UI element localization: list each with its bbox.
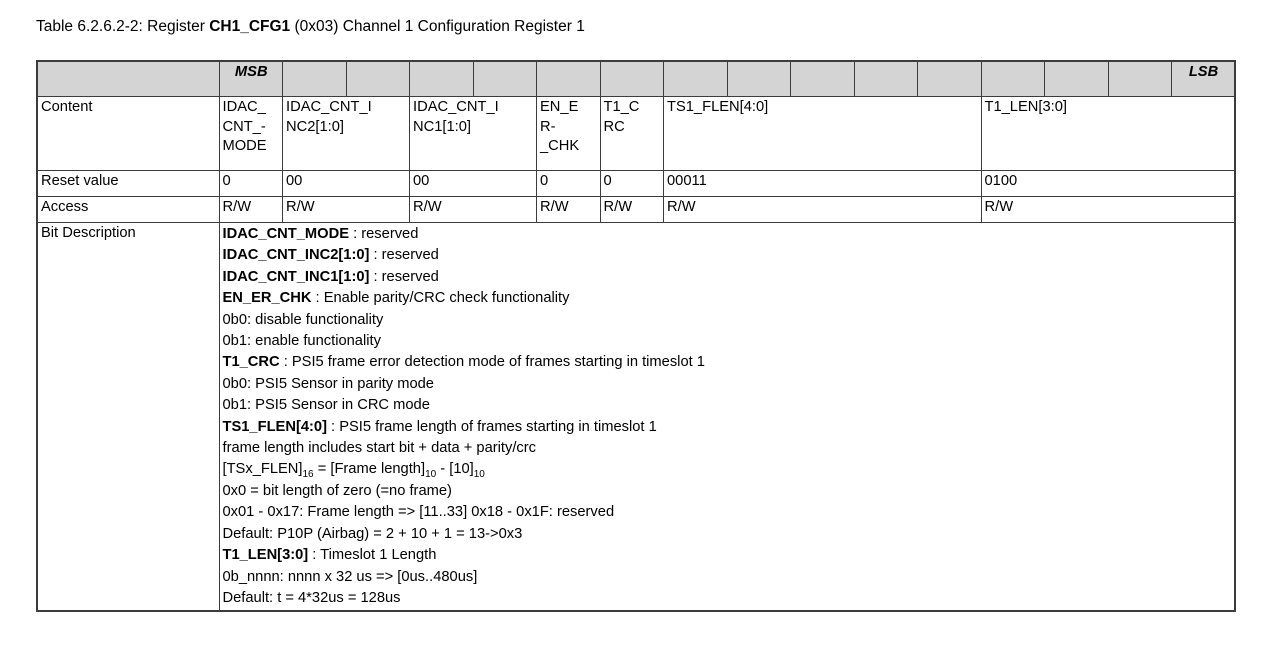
content-cell-idac-cnt-inc1: IDAC_CNT_I NC1[1:0] (409, 96, 537, 171)
access-cell: R/W (409, 196, 537, 223)
bit-cell (853, 60, 918, 97)
content-cell-idac-cnt-mode: IDAC_ CNT_- MODE (218, 96, 283, 171)
description-line: [TSx_FLEN]16 = [Frame length]10 - [10]10 (222, 461, 485, 481)
header-label-cell (36, 60, 220, 97)
reset-cell: 0100 (980, 170, 1236, 197)
access-cell: R/W (218, 196, 283, 223)
description-line: IDAC_CNT_MODE : reserved (222, 226, 419, 242)
bit-header-row: MSB LSB (36, 60, 1236, 97)
caption-prefix: Table 6.2.6.2-2: Register (36, 18, 210, 35)
row-label-content: Content (36, 96, 220, 171)
description-line: Default: t = 4*32us = 128us (222, 589, 401, 606)
bit-cell (599, 60, 664, 97)
bit-cell (980, 60, 1045, 97)
description-line: IDAC_CNT_INC1[1:0] : reserved (222, 268, 439, 285)
description-line: 0x0 = bit length of zero (=no frame) (222, 482, 452, 499)
description-line: TS1_FLEN[4:0] : PSI5 frame length of fra… (222, 418, 657, 435)
bit-cell (726, 60, 791, 97)
reset-cell: 00011 (663, 170, 982, 197)
bit-cell (917, 60, 982, 97)
reset-cell: 0 (218, 170, 283, 197)
row-label-reset: Reset value (36, 170, 220, 197)
bit-cell (663, 60, 728, 97)
description-line: IDAC_CNT_INC2[1:0] : reserved (222, 247, 439, 264)
description-line: frame length includes start bit + data +… (222, 440, 537, 457)
msb-cell: MSB (218, 60, 283, 97)
description-line: Default: P10P (Airbag) = 2 + 10 + 1 = 13… (222, 525, 523, 542)
bit-cell (345, 60, 410, 97)
bit-description-row: Bit Description IDAC_CNT_MODE : reserved… (36, 222, 1236, 612)
row-label-bit-description: Bit Description (36, 222, 220, 612)
description-line: 0b1: enable functionality (222, 333, 381, 350)
description-line: 0b0: disable functionality (222, 311, 384, 328)
reset-cell: 0 (536, 170, 601, 197)
bit-cell (282, 60, 347, 97)
description-line: 0x01 - 0x17: Frame length => [11..33] 0x… (222, 504, 615, 521)
access-cell: R/W (282, 196, 410, 223)
description-line: 0b1: PSI5 Sensor in CRC mode (222, 397, 430, 414)
caption-suffix: (0x03) Channel 1 Configuration Register … (290, 18, 585, 35)
row-label-access: Access (36, 196, 220, 223)
content-cell-t1-crc: T1_C RC (599, 96, 664, 171)
lsb-cell: LSB (1171, 60, 1236, 97)
content-cell-en-er-chk: EN_E R- _CHK (536, 96, 601, 171)
bit-cell (1107, 60, 1172, 97)
content-row: Content IDAC_ CNT_- MODE IDAC_CNT_I NC2[… (36, 96, 1236, 171)
bit-cell (1044, 60, 1109, 97)
content-cell-idac-cnt-inc2: IDAC_CNT_I NC2[1:0] (282, 96, 410, 171)
reset-cell: 00 (409, 170, 537, 197)
bit-cell (409, 60, 474, 97)
access-cell: R/W (536, 196, 601, 223)
table-caption: Table 6.2.6.2-2: Register CH1_CFG1 (0x03… (36, 18, 585, 36)
register-table: MSB LSB Content IDAC_ CNT_- MODE IDAC_CN… (36, 60, 1236, 613)
description-line: 0b_nnnn: nnnn x 32 us => [0us..480us] (222, 568, 478, 585)
access-row: Access R/W R/W R/W R/W R/W R/W R/W (36, 196, 1236, 223)
description-line: T1_LEN[3:0] : Timeslot 1 Length (222, 547, 437, 564)
reset-value-row: Reset value 0 00 00 0 0 00011 0100 (36, 170, 1236, 197)
reset-cell: 0 (599, 170, 664, 197)
description-line: T1_CRC : PSI5 frame error detection mode… (222, 354, 705, 371)
access-cell: R/W (663, 196, 982, 223)
bit-cell (472, 60, 537, 97)
register-name: CH1_CFG1 (209, 18, 291, 35)
bit-cell (790, 60, 855, 97)
content-cell-ts1-flen: TS1_FLEN[4:0] (663, 96, 982, 171)
description-line: EN_ER_CHK : Enable parity/CRC check func… (222, 290, 570, 307)
access-cell: R/W (980, 196, 1236, 223)
content-cell-t1-len: T1_LEN[3:0] (980, 96, 1236, 171)
reset-cell: 00 (282, 170, 410, 197)
bit-cell (536, 60, 601, 97)
description-line: 0b0: PSI5 Sensor in parity mode (222, 375, 434, 392)
access-cell: R/W (599, 196, 664, 223)
